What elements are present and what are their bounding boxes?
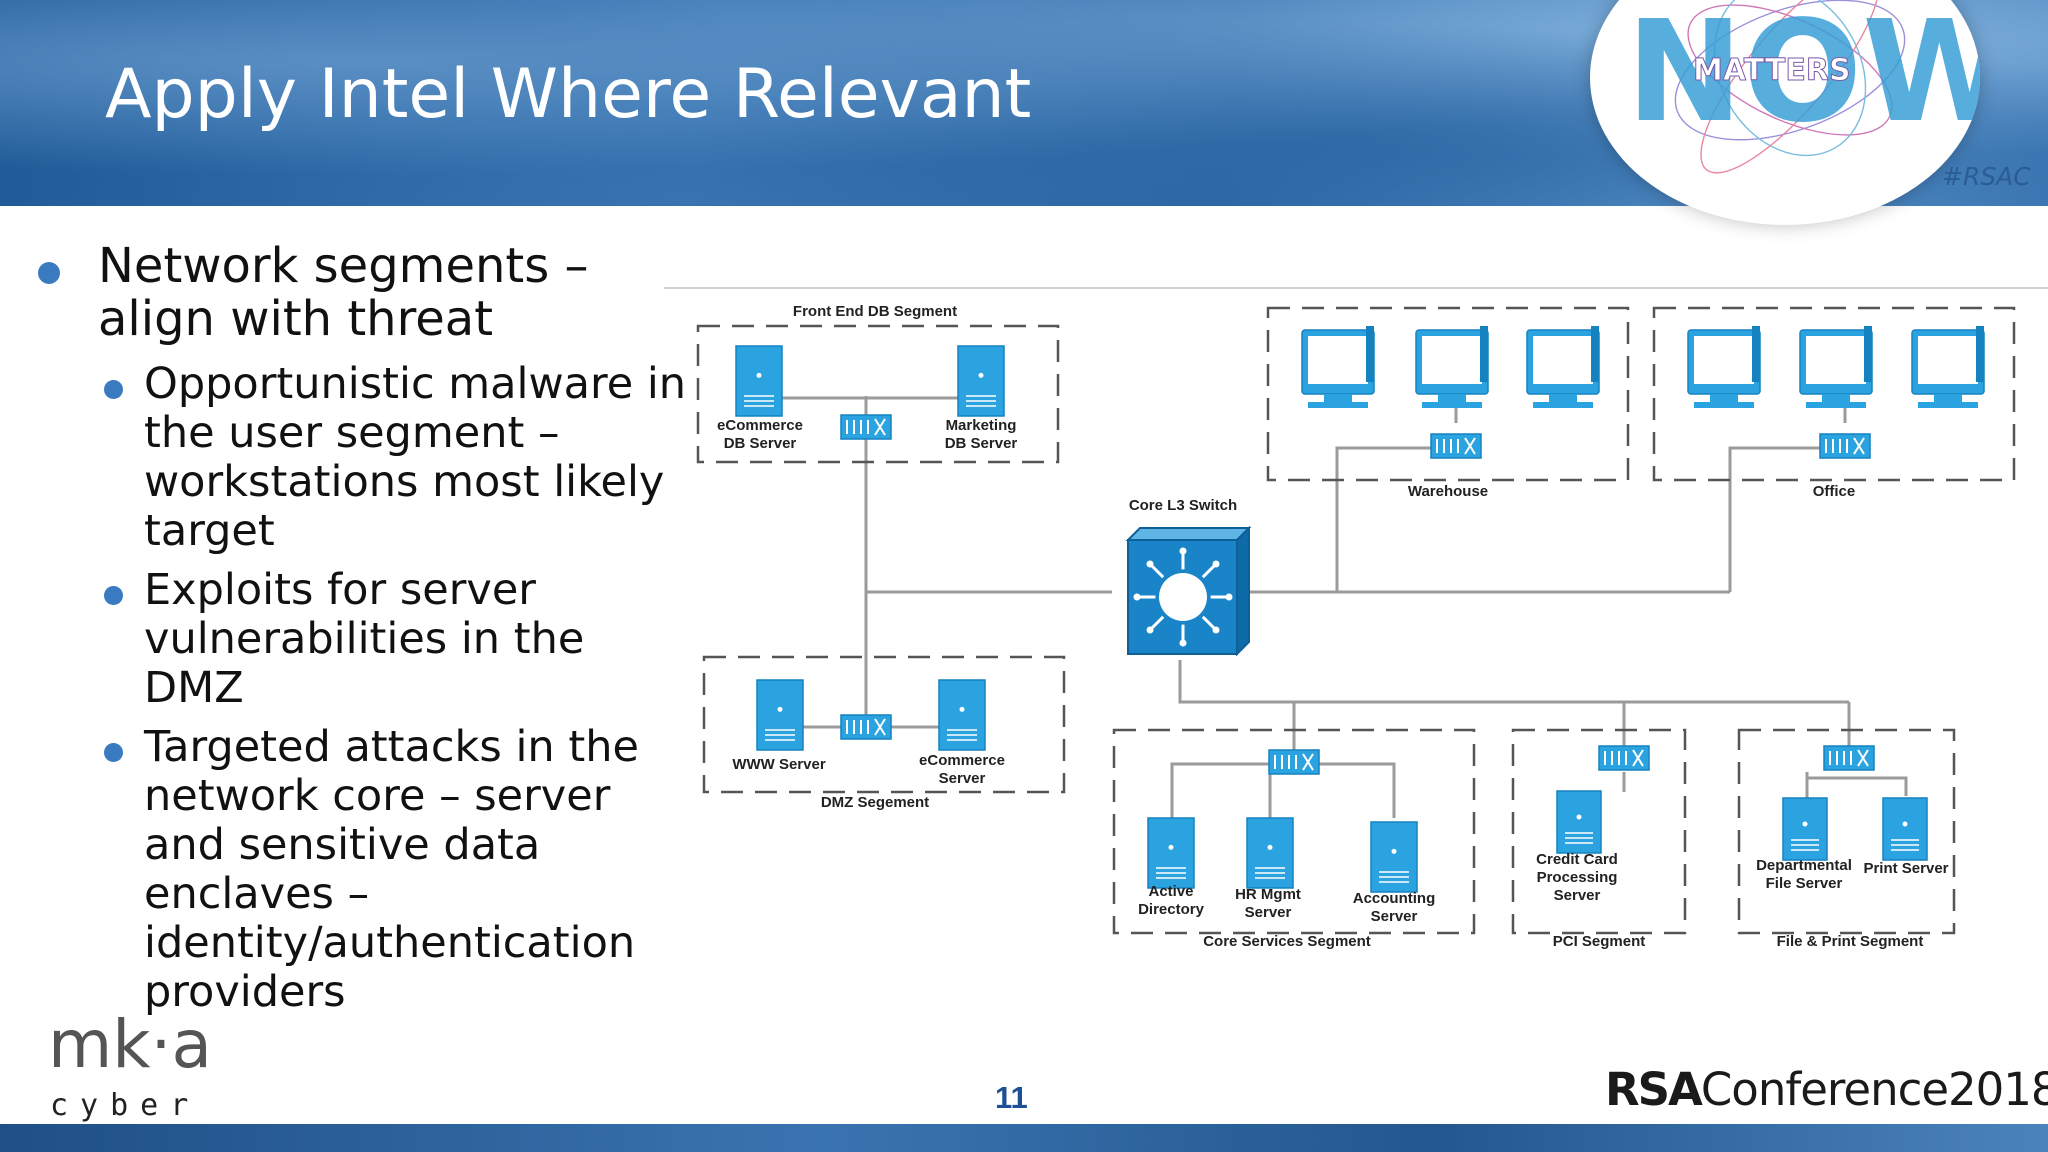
- segment-boxes: [696, 306, 2016, 935]
- rsa-logo-rest: Conference2018: [1700, 1063, 2048, 1116]
- diagram-label-www: WWW Server: [732, 756, 826, 773]
- core-switch-icon: [1125, 525, 1252, 657]
- bullet-text: Network segments – align with threat: [98, 238, 589, 347]
- rsa-logo-bold: RSA: [1605, 1063, 1703, 1116]
- server-icon: [957, 345, 1005, 417]
- bullet-dot-icon: [104, 380, 123, 399]
- bullet-text: Exploits for server vulnerabilities in t…: [144, 565, 585, 713]
- segment-box: [1112, 728, 1476, 935]
- server-icon: [1882, 797, 1928, 861]
- diagram-label-file-print: File & Print Segment: [1776, 933, 1924, 950]
- diagram-label-core-switch: Core L3 Switch: [1128, 497, 1238, 514]
- hashtag: #RSAC: [1942, 162, 2031, 191]
- bullet-level2: Opportunistic malware in the user segmen…: [30, 360, 690, 556]
- diagram-label-warehouse: Warehouse: [1407, 483, 1489, 500]
- connection-line: [1805, 772, 1908, 796]
- segment-box: [1511, 728, 1687, 935]
- bullet-level2: Exploits for server vulnerabilities in t…: [30, 566, 690, 713]
- segment-box: [702, 655, 1066, 794]
- devices: [735, 326, 1985, 893]
- server-icon: [1782, 797, 1828, 861]
- segment-box: [1266, 306, 1630, 482]
- bullet-level2: Targeted attacks in the network core – s…: [30, 723, 690, 1017]
- workstation-icon: [1301, 326, 1375, 408]
- switch-icon: [840, 414, 892, 440]
- diagram-label-core-services: Core Services Segment: [1203, 933, 1371, 950]
- server-icon: [1370, 821, 1418, 893]
- diagram-label-print: Print Server: [1863, 860, 1949, 877]
- diagram-label-pci: PCI Segment: [1552, 933, 1646, 950]
- connection-line: [1728, 446, 1845, 592]
- server-icon: [938, 679, 986, 751]
- switch-icon: [840, 714, 892, 740]
- workstation-icon: [1415, 326, 1489, 408]
- logo-mka-text: mk·a: [48, 1015, 212, 1083]
- switch-icon: [1268, 749, 1320, 775]
- bullet-dot-icon: [38, 262, 60, 284]
- segment-box: [1737, 728, 1956, 935]
- switch-icon: [1823, 745, 1875, 771]
- bullet-level1: Network segments – align with threat: [30, 240, 690, 346]
- server-icon: [1246, 817, 1294, 889]
- segment-box: [1652, 306, 2016, 482]
- workstation-icon: [1911, 326, 1985, 408]
- server-icon: [1556, 790, 1602, 854]
- bullet-dot-icon: [104, 743, 123, 762]
- server-icon: [756, 679, 804, 751]
- connection-line: [1335, 446, 1456, 592]
- bullet-text: Targeted attacks in the network core – s…: [144, 722, 639, 1017]
- badge-matters-text: MATTERS: [1693, 53, 1851, 88]
- workstation-icon: [1687, 326, 1761, 408]
- diagram-label-office: Office: [1812, 483, 1856, 500]
- segment-box: [696, 324, 1060, 464]
- workstation-icon: [1799, 326, 1873, 408]
- connection-lines: [760, 396, 1908, 818]
- diagram-label-front-end-db: Front End DB Segment: [792, 303, 958, 320]
- rsa-conference-logo: RSAConference2018: [1605, 1063, 2048, 1116]
- bullet-list: Network segments – align with threat Opp…: [30, 240, 690, 1027]
- mka-cyber-logo: mk·a cyber: [48, 1015, 212, 1123]
- divider: [664, 287, 2048, 289]
- switch-icon: [1598, 745, 1650, 771]
- switch-icon: [1430, 433, 1482, 459]
- badge-now-text: NOW: [1626, 0, 1980, 154]
- switch-icon: [1819, 433, 1871, 459]
- bullet-text: Opportunistic malware in the user segmen…: [144, 359, 687, 556]
- footer-band: [0, 1124, 2048, 1152]
- server-icon: [1147, 817, 1195, 889]
- page-number: 11: [995, 1080, 1028, 1115]
- logo-cyber-text: cyber: [50, 1088, 200, 1123]
- bullet-dot-icon: [104, 586, 123, 605]
- slide-title: Apply Intel Where Relevant: [105, 55, 1032, 134]
- connection-line: [1178, 660, 1849, 704]
- rsac-now-matters-badge: NOW MATTERS: [1590, 0, 1980, 225]
- server-icon: [735, 345, 783, 417]
- diagram-label-dmz: DMZ Segement: [820, 794, 930, 811]
- workstation-icon: [1526, 326, 1600, 408]
